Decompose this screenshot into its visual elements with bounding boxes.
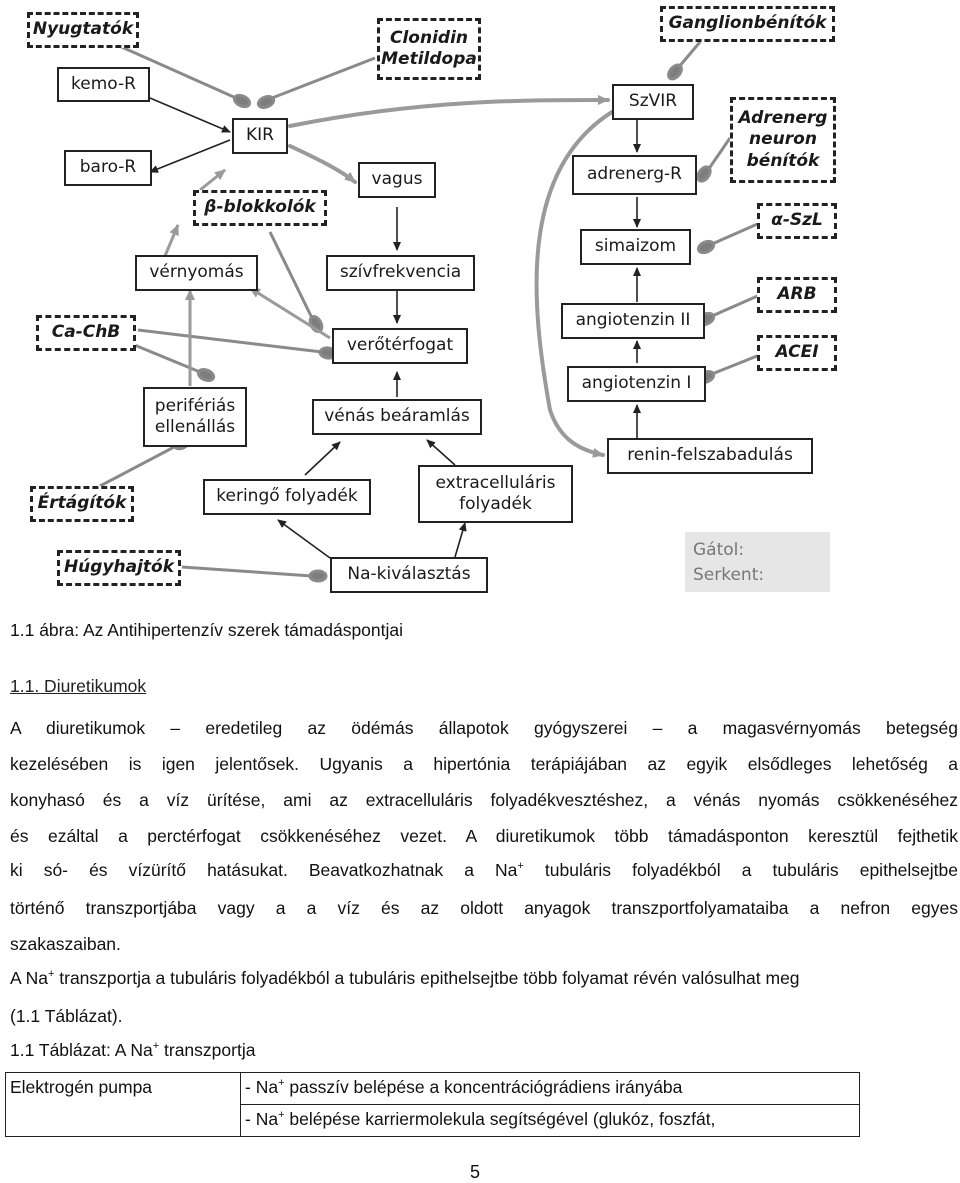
beta-blokkolok-box: β-blokkolók: [193, 190, 327, 226]
ertagitok-box: Értágítók: [30, 486, 134, 522]
gray-stim-verotterfogat-vernyomas: [249, 286, 331, 340]
path-kir-to-szvir: [288, 95, 610, 128]
periferias-box: perifériás ellenállás: [143, 387, 247, 447]
angiotenzin-ii-box: angiotenzin II: [561, 303, 705, 339]
inhibit-adrenerg-neuron-adrenerg-r: [696, 137, 732, 183]
legend-serkent: Serkent:: [693, 564, 765, 585]
ellenallas-label: ellenállás: [154, 417, 236, 437]
nyugtatok-box: Nyugtatók: [27, 12, 139, 48]
paragraph-1-line-5: ki só- és vízürítő hatásukat. Beavatkozh…: [10, 860, 958, 881]
paragraph-2-line-1: A Na+ transzportja a tubuláris folyadékb…: [10, 968, 800, 988]
table-row: - Na+ belépése karriermolekula segítségé…: [6, 1104, 860, 1137]
arb-box: ARB: [757, 277, 837, 313]
arrow-extracell-to-venas: [426, 439, 456, 466]
extracell-label-1: extracelluláris: [435, 472, 556, 493]
angiotenzin-i-box: angiotenzin I: [567, 366, 706, 402]
neuron-label: neuron: [749, 129, 817, 150]
antihypertensive-diagram: Nyugtatók kemo-R KIR Clonidin Metildopa …: [27, 6, 837, 593]
clonidin-label: Clonidin: [389, 27, 468, 48]
section-heading: 1.1. Diuretikumok: [10, 676, 958, 697]
paragraph-1-line-3: konyhasó és a víz ürítése, ami az extrac…: [10, 790, 958, 810]
inhibit-acei-angiotenzin-i: [696, 352, 763, 385]
table-caption: 1.1 Táblázat: A Na+ transzportja: [10, 1040, 256, 1060]
adrenerg-neuron-box: Adrenerg neuron bénítók: [730, 97, 836, 183]
table-cell-passziv: - Na+ passzív belépése a koncentrációgrá…: [240, 1072, 860, 1105]
renin-box: renin-felszabadulás: [607, 438, 813, 474]
p1-l5-text-a: ki só- és vízürítő hatásukat. Beavatkozh…: [10, 860, 474, 880]
figure-caption: 1.1 ábra: Az Antihipertenzív szerek táma…: [10, 620, 404, 640]
arrow-na-to-extracell: [454, 522, 467, 558]
p1-l5-na: Na+: [495, 860, 524, 880]
paragraph-2-line-2: (1.1 Táblázat).: [10, 1006, 123, 1026]
gray-stim-beta-blokkolok-kir: [199, 168, 226, 192]
gray-stim-vernyomas-kemo: [163, 224, 180, 257]
gray-stimulation-pathways: [288, 95, 614, 458]
baro-r-box: baro-R: [64, 150, 152, 186]
paragraph-1-line-4: és ezáltal a perctérfogat csökkenéséhez …: [10, 826, 958, 846]
benitok-label: bénítók: [746, 150, 820, 171]
p1-l5-text-c: tubuláris folyadékból a tubuláris epithe…: [544, 860, 958, 880]
inhibit-hugyhajtok-na: [181, 565, 328, 583]
inhibit-nyugtatok-kir: [114, 42, 252, 109]
table-row: Elektrogén pumpa - Na+ passzív belépése …: [5, 1072, 860, 1137]
paragraph-1-line-7: szakaszaiban.: [10, 934, 121, 954]
adrenerg-label: Adrenerg: [738, 108, 828, 129]
section-link[interactable]: 1.1. Diuretikumok: [10, 676, 147, 696]
ganglionbenitok-box: Ganglionbénítók: [660, 6, 835, 42]
inhibit-ganglion-szvir: [667, 41, 702, 81]
na-kivalasztas-box: Na-kiválasztás: [330, 557, 488, 593]
szivfrekvencia-box: szívfrekvencia: [326, 255, 475, 291]
arrow-kering-to-venas: [304, 441, 341, 476]
inhibit-ca-chb-periferias: [131, 342, 216, 383]
page-number: 5: [470, 1162, 481, 1182]
paragraph-1-line-2: kezelésében is igen jelentősek. Ugyanis …: [10, 754, 958, 774]
legend-gatol: Gátol:: [693, 540, 745, 560]
kering-box: keringő folyadék: [203, 479, 371, 515]
stimulation-arrows: [149, 97, 641, 559]
legend: Gátol: Serkent:: [685, 532, 830, 592]
path-kir-to-vagus: [288, 144, 357, 184]
hugyhajtok-box: Húgyhajtók: [57, 550, 181, 586]
paragraph-1-line-1: A diuretikumok – eredetileg az ödémás ál…: [10, 718, 958, 738]
table-cell-karrier: - Na+ belépése karriermolekula segítségé…: [240, 1104, 860, 1137]
inhibit-ca-chb-verotterfogat: [137, 328, 338, 360]
inhibit-alfa-szl-simaizom: [696, 220, 763, 255]
simaizom-box: simaizom: [580, 229, 691, 265]
clonidin-box: Clonidin Metildopa: [377, 18, 481, 80]
arrow-kir-to-baro: [149, 139, 231, 173]
inhibit-arb-angiotenzin-ii: [696, 292, 763, 327]
adrenerg-r-box: adrenerg-R: [572, 155, 697, 195]
ca-chb-box: Ca-ChB: [36, 315, 136, 351]
vernyomas-box: vérnyomás: [135, 255, 258, 291]
kemo-r-box: kemo-R: [57, 67, 150, 102]
path-szvir-to-renin: [534, 110, 614, 458]
alfa-szl-box: α-SzL: [757, 203, 837, 239]
periferias-label: perifériás: [154, 395, 236, 416]
arrow-kemo-to-kir: [149, 97, 231, 133]
acei-box: ACEI: [757, 335, 837, 371]
inhibit-clonidin-kir: [256, 56, 376, 110]
extracell-label-2: folyadék: [459, 494, 532, 514]
metildopa-label: Metildopa: [381, 49, 477, 69]
extracell-box: extracelluláris folyadék: [418, 465, 573, 523]
vagus-box: vagus: [358, 162, 436, 198]
venas-box: vénás beáramlás: [312, 399, 482, 435]
arrow-na-to-kering: [277, 519, 331, 559]
paragraph-1-line-6: történő transzportjába vagy a a víz és a…: [10, 898, 958, 918]
szvir-box: SzVIR: [612, 84, 694, 120]
na-transport-table: Elektrogén pumpa - Na+ passzív belépése …: [5, 1072, 860, 1137]
verotterfogat-box: verőtérfogat: [332, 328, 468, 364]
kir-box: KIR: [232, 118, 288, 154]
table-cell-elektrogen: Elektrogén pumpa: [5, 1072, 241, 1137]
